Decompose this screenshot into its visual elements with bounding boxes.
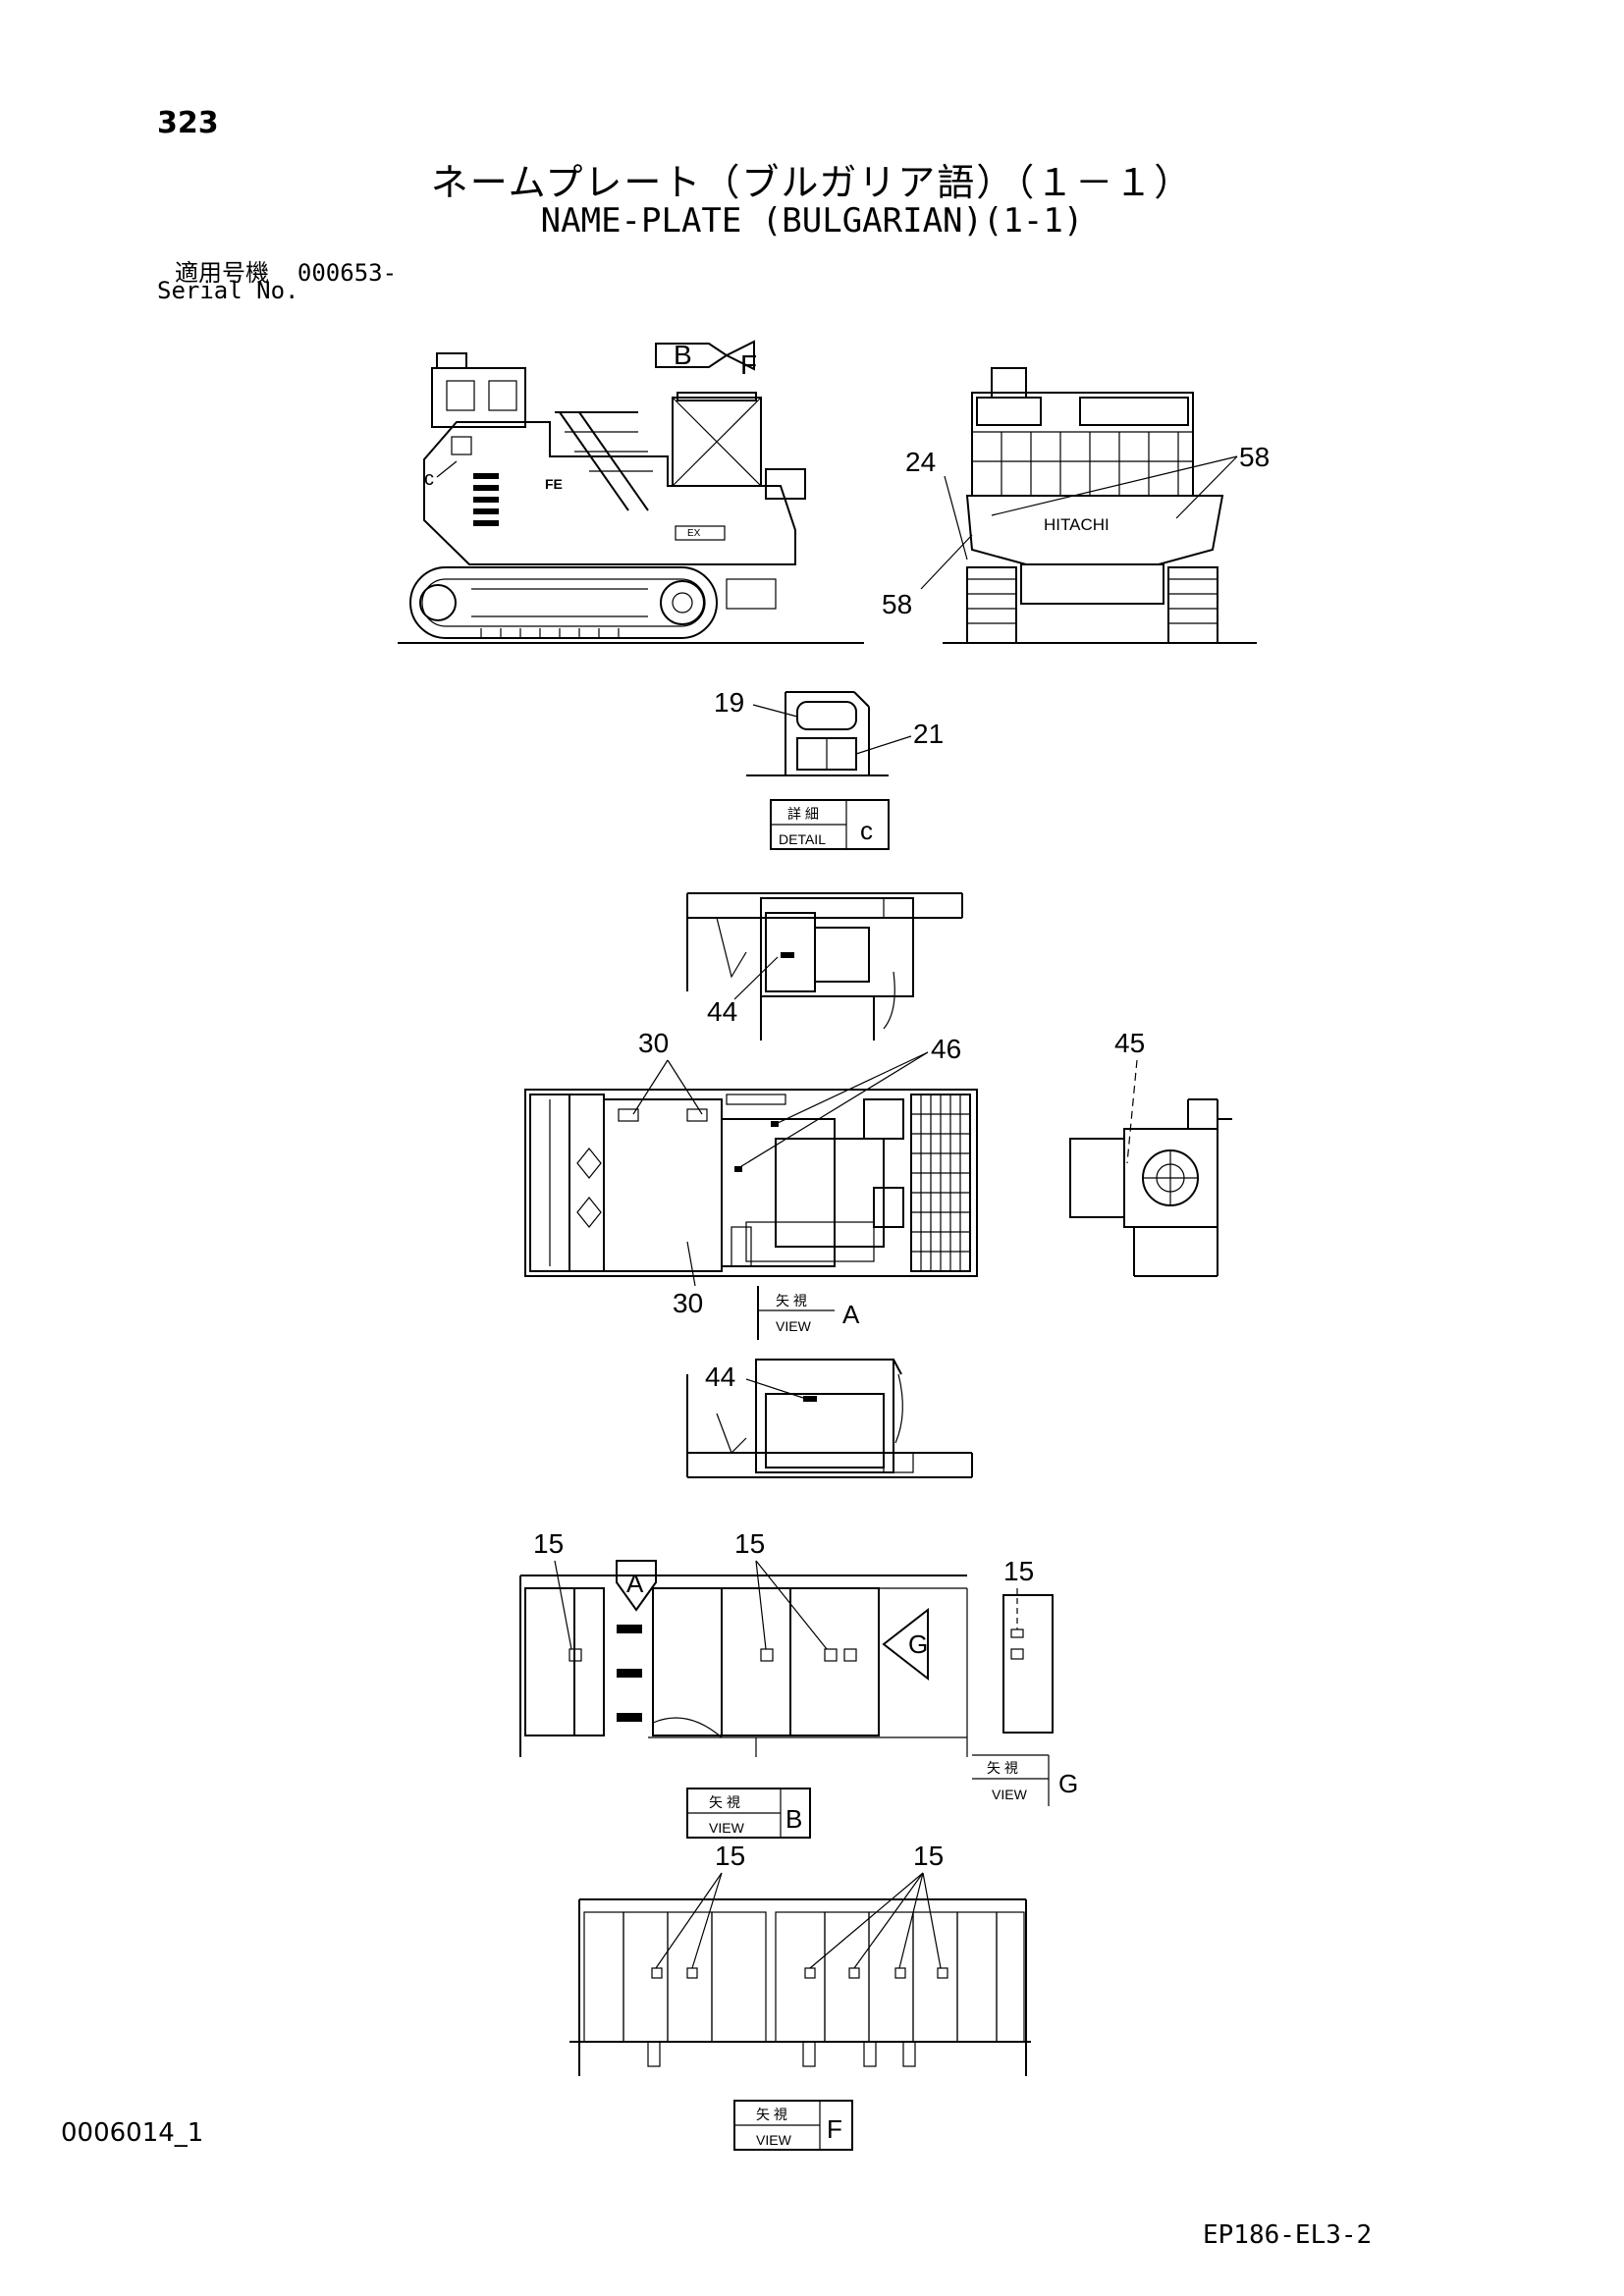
serial-label-jp-text: 適用号機 <box>175 259 269 287</box>
arrow-label-a: A <box>626 1569 644 1598</box>
arrow-label-b: B <box>674 340 692 370</box>
callout-58-upper: 58 <box>1239 442 1270 472</box>
callout-30-lower: 30 <box>673 1288 703 1318</box>
rear-view-machine: HITACHI <box>943 367 1257 644</box>
view-direction-arrows-bf: B F <box>655 340 757 380</box>
callout-19: 19 <box>714 687 744 718</box>
rear-view-callouts: 24 58 58 <box>882 442 1270 619</box>
view-f-drawing <box>569 1898 1031 2076</box>
detail-c-drawing <box>746 691 889 776</box>
view-g-letter: G <box>1058 1769 1078 1798</box>
view-a-letter: A <box>842 1300 860 1329</box>
callout-44-lower: 44 <box>705 1362 735 1392</box>
callout-45: 45 <box>1114 1028 1145 1058</box>
detail-c-label-box: 詳 細 DETAIL c <box>770 799 890 850</box>
view-g-drawing <box>1002 1594 1054 1734</box>
view-g-en: VIEW <box>992 1787 1028 1802</box>
callout-44-upper: 44 <box>707 996 737 1027</box>
view-f-letter: F <box>827 2114 842 2144</box>
view-g-label-box: 矢 視 VIEW G <box>972 1754 1078 1806</box>
view-f-en: VIEW <box>756 2132 792 2148</box>
serial-label-english: Serial No. <box>157 277 299 304</box>
view-f-label-box: 矢 視 VIEW F <box>733 2100 853 2151</box>
serial-label-japanese: 適用号機 000653- <box>175 253 397 288</box>
callout-46: 46 <box>931 1034 961 1064</box>
view-b-letter: B <box>785 1804 802 1834</box>
view-b-drawing <box>519 1575 968 1757</box>
view-a-label-box: 矢 視 VIEW A <box>757 1286 860 1340</box>
callout-15-b-left: 15 <box>533 1528 564 1559</box>
view-b-arrow-g: G <box>882 1607 929 1682</box>
page-number: 323 <box>157 106 219 140</box>
view-a-en: VIEW <box>776 1318 812 1334</box>
sheet-code: EP186-EL3-2 <box>1203 2220 1373 2250</box>
callout-58-lower: 58 <box>882 589 912 619</box>
callout-15-g: 15 <box>1003 1556 1034 1586</box>
detail-c-en: DETAIL <box>779 831 826 847</box>
callout-24: 24 <box>905 447 936 477</box>
view-g-jp: 矢 視 <box>987 1760 1018 1776</box>
fan-side-drawing <box>1069 1098 1232 1277</box>
view-a-drawing <box>524 1089 978 1277</box>
lower-plan-drawing <box>686 1359 973 1478</box>
serial-value: 000653- <box>297 259 398 287</box>
callout-15-b-mid: 15 <box>734 1528 765 1559</box>
callout-21: 21 <box>913 719 944 749</box>
view-f-jp: 矢 視 <box>756 2107 787 2122</box>
view-b-jp: 矢 視 <box>709 1794 740 1810</box>
arrow-label-f: F <box>740 349 757 380</box>
view-b-arrow-a: A <box>616 1560 657 1612</box>
document-code: 0006014_1 <box>61 2118 204 2148</box>
upper-plan-drawing <box>686 892 963 1041</box>
svg-text:FE: FE <box>545 476 563 492</box>
callout-15-f-right: 15 <box>913 1841 944 1871</box>
detail-c-letter: c <box>860 816 873 845</box>
view-b-label-box: 矢 視 VIEW B <box>686 1788 811 1839</box>
title-japanese: ネームプレート（ブルガリア語）（１－１） <box>430 161 1194 204</box>
view-b-en: VIEW <box>709 1820 745 1836</box>
svg-text:EX: EX <box>687 528 701 539</box>
side-view-machine: FE EX <box>398 352 864 644</box>
title-english: NAME-PLATE (BULGARIAN)(1-1) <box>540 201 1084 240</box>
callout-c: c <box>424 468 434 490</box>
detail-c-jp: 詳 細 <box>787 806 819 822</box>
callout-15-f-left: 15 <box>715 1841 745 1871</box>
rear-brand-text: HITACHI <box>1044 515 1110 534</box>
arrow-label-g: G <box>908 1629 928 1659</box>
view-a-jp: 矢 視 <box>776 1293 807 1308</box>
callout-30-upper: 30 <box>638 1028 669 1058</box>
